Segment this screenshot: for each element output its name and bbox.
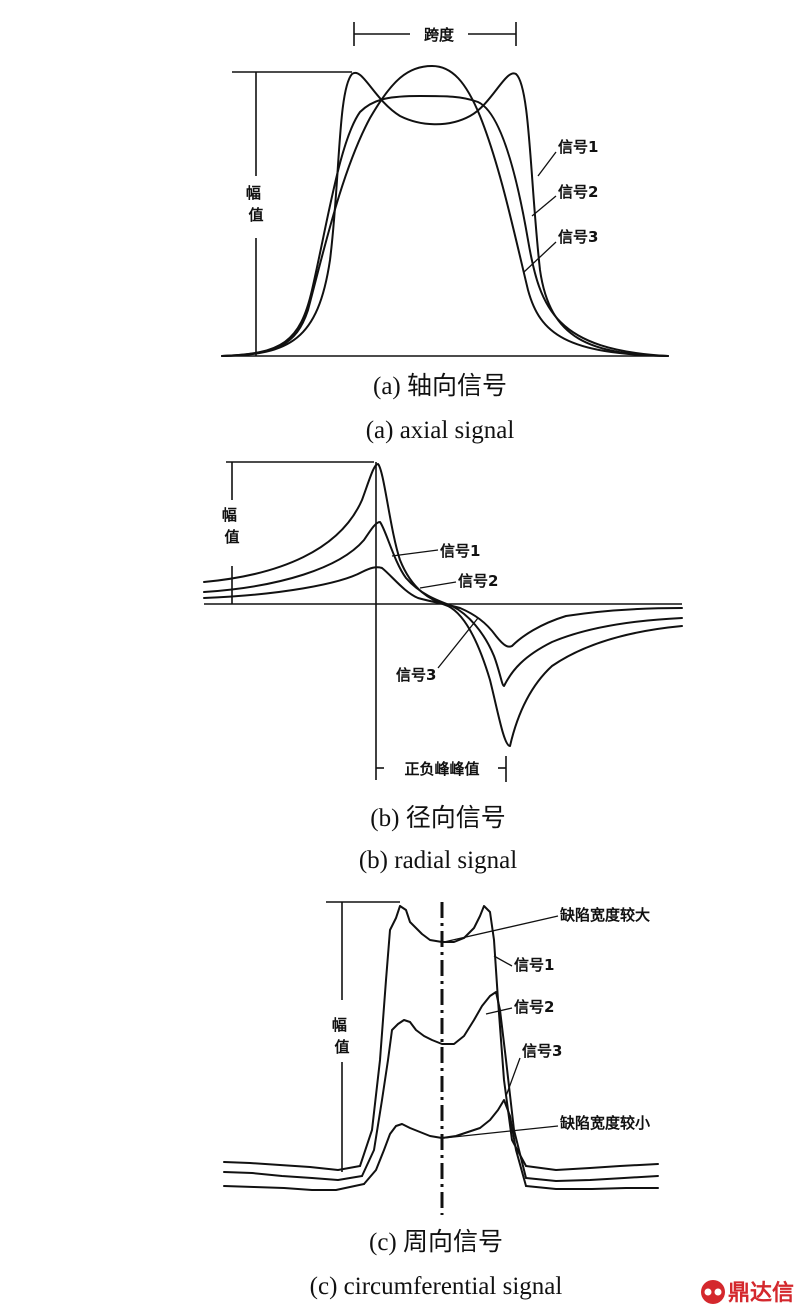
span-label: 跨度 (424, 26, 455, 44)
axial-signal-1-curve (221, 71, 669, 357)
circ-signal-3-label: 信号3 (522, 1042, 562, 1060)
radial-caption-en: (b) radial signal (359, 847, 517, 874)
circ-signal-2-label: 信号2 (514, 998, 554, 1016)
circ-amplitude-label: 幅 值 (332, 1016, 352, 1056)
panel-axial: 幅 值 跨度 信号1 信号2 信号3 (a) 轴向信号 (a) axial si… (221, 22, 669, 444)
circ-leader-large-defect (443, 915, 559, 943)
small-defect-label: 缺陷宽度较小 (559, 1114, 650, 1132)
axial-leader-1 (537, 151, 557, 177)
circ-baseline-3 (223, 1183, 659, 1191)
peak-to-peak-label: 正负峰峰值 (404, 760, 479, 778)
circ-leader-2 (485, 1007, 513, 1015)
axial-caption-cn: (a) 轴向信号 (373, 372, 507, 400)
radial-signal-3-label: 信号3 (396, 666, 436, 684)
radial-signal-2-label: 信号2 (458, 572, 498, 590)
axial-signal-3-label: 信号3 (558, 228, 598, 246)
panel-circumferential: 幅 值 缺陷宽度较大 信号1 信号2 信号3 缺陷宽度较小 (c) 周向信号 (… (223, 901, 659, 1300)
circ-caption-en: (c) circumferential signal (310, 1273, 563, 1300)
circ-signal-1-curve (359, 905, 527, 1167)
amplitude-label: 幅 值 (246, 184, 266, 224)
axial-leader-3 (523, 241, 557, 273)
radial-leader-2 (419, 581, 457, 589)
radial-leader-1 (391, 549, 439, 557)
axial-signal-2-curve (221, 95, 669, 357)
radial-caption-cn: (b) 径向信号 (370, 804, 505, 832)
watermark-text: 鼎达信 (728, 1280, 794, 1306)
watermark: 鼎达信 (701, 1280, 794, 1306)
amplitude-char-1: 幅 (246, 184, 261, 202)
radial-signal-1-label: 信号1 (440, 542, 480, 560)
circ-leader-3 (505, 1057, 521, 1097)
circ-signal-1-label: 信号1 (514, 956, 554, 974)
axial-signal-1-label: 信号1 (558, 138, 598, 156)
circ-baseline-1 (223, 1161, 659, 1171)
radial-leader-3 (437, 617, 479, 669)
panel-radial: 幅 值 正负峰峰值 信号1 信号2 信号3 (b) 径向信号 (b) radia… (203, 461, 683, 874)
radial-signal-1-curve (203, 463, 683, 747)
amplitude-char-2: 值 (248, 206, 263, 224)
circ-leader-1 (493, 955, 513, 967)
axial-signal-2-label: 信号2 (558, 183, 598, 201)
radial-signal-3-curve (203, 566, 683, 648)
circ-leader-small-defect (443, 1125, 559, 1139)
circ-signal-3-curve (363, 1099, 527, 1187)
axial-signal-3-curve (221, 65, 669, 357)
circ-baseline-2 (223, 1171, 659, 1182)
circ-signal-2-curve (361, 991, 527, 1179)
dingdaxin-logo-icon (701, 1280, 725, 1304)
radial-amplitude-label: 幅 值 (222, 506, 242, 546)
axial-caption-en: (a) axial signal (366, 417, 515, 444)
large-defect-label: 缺陷宽度较大 (559, 906, 650, 924)
axial-leader-2 (531, 195, 557, 217)
circ-caption-cn: (c) 周向信号 (369, 1228, 503, 1256)
